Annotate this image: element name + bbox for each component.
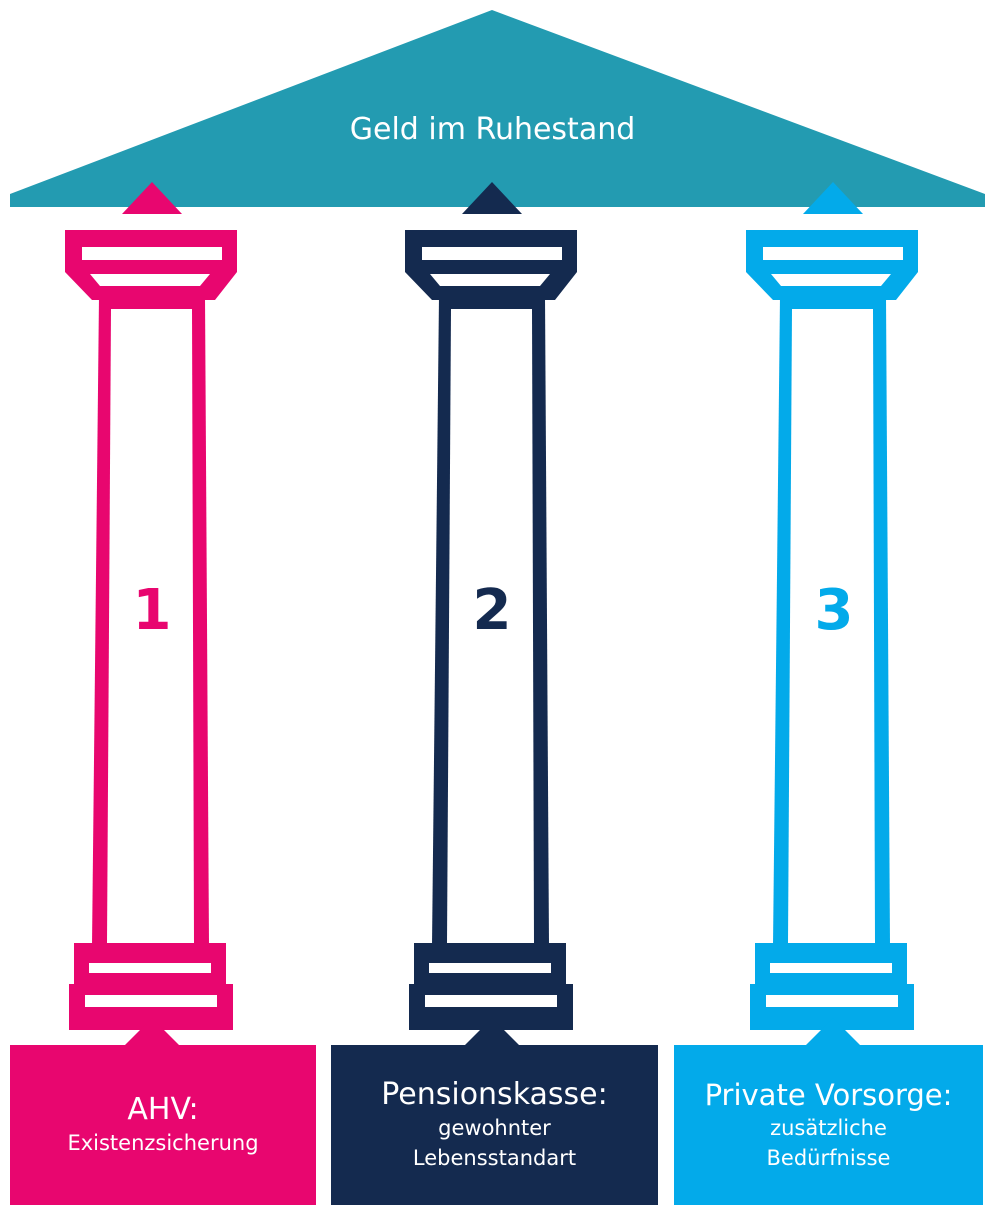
pillar-2-number: 2 [472,578,512,643]
pillar-1-base-stripe-bottom [85,995,217,1007]
pillar-3-capital [746,230,918,300]
pillar-3-capital-stripe-bottom [771,274,891,286]
pillar-3-top-arrow [803,182,863,214]
pillar-3-capital-stripe-top [763,247,903,260]
pillar-1-shaft-inner [107,309,194,944]
pillar-2-capital-stripe-bottom [430,274,550,286]
pillar-3-number: 3 [814,578,854,643]
pillar-2-title: Pensionskasse: [381,1077,608,1112]
pillar-3-title: Private Vorsorge: [704,1078,953,1112]
pillar-2-base-stripe-bottom [425,995,557,1007]
pillar-3-box: Private Vorsorge: zusätzliche Bedürfniss… [674,1045,983,1205]
pillar-2-bottom-arrow [464,1018,520,1046]
roof-shape [10,10,985,207]
roof-title: Geld im Ruhestand [349,112,636,147]
pillar-2-capital [405,230,577,300]
pillar-2-capital-stripe-top [422,247,562,260]
pillar-3-base-stripe-bottom [766,995,898,1007]
pillar-3-base-stripe-top [770,963,892,973]
pillar-1-title: AHV: [127,1092,199,1127]
pillar-3-subtitle: zusätzliche Bedürfnisse [766,1116,891,1170]
pillar-1-capital-stripe-bottom [90,274,210,286]
pillar-2-shaft-inner [447,309,534,944]
pillar-1-bottom-arrow [124,1018,180,1046]
pillar-1-base-stripe-top [89,963,211,973]
pillar-3-shaft-inner [788,309,875,944]
pillar-3-bottom-arrow [805,1018,861,1046]
pillar-1-number: 1 [132,578,172,643]
pillar-1-capital [65,230,237,300]
pillar-2-top-arrow [462,182,522,214]
pillar-2-subtitle: gewohnter Lebensstandart [412,1116,577,1170]
pillar-1-box: AHV: Existenzsicherung [10,1045,316,1205]
pillar-1-capital-stripe-top [82,247,222,260]
pillar-2-base-stripe-top [429,963,551,973]
pillar-1-top-arrow [122,182,182,214]
pillar-2-box: Pensionskasse: gewohnter Lebensstandart [331,1045,658,1205]
pillar-1-subtitle: Existenzsicherung [67,1131,259,1155]
